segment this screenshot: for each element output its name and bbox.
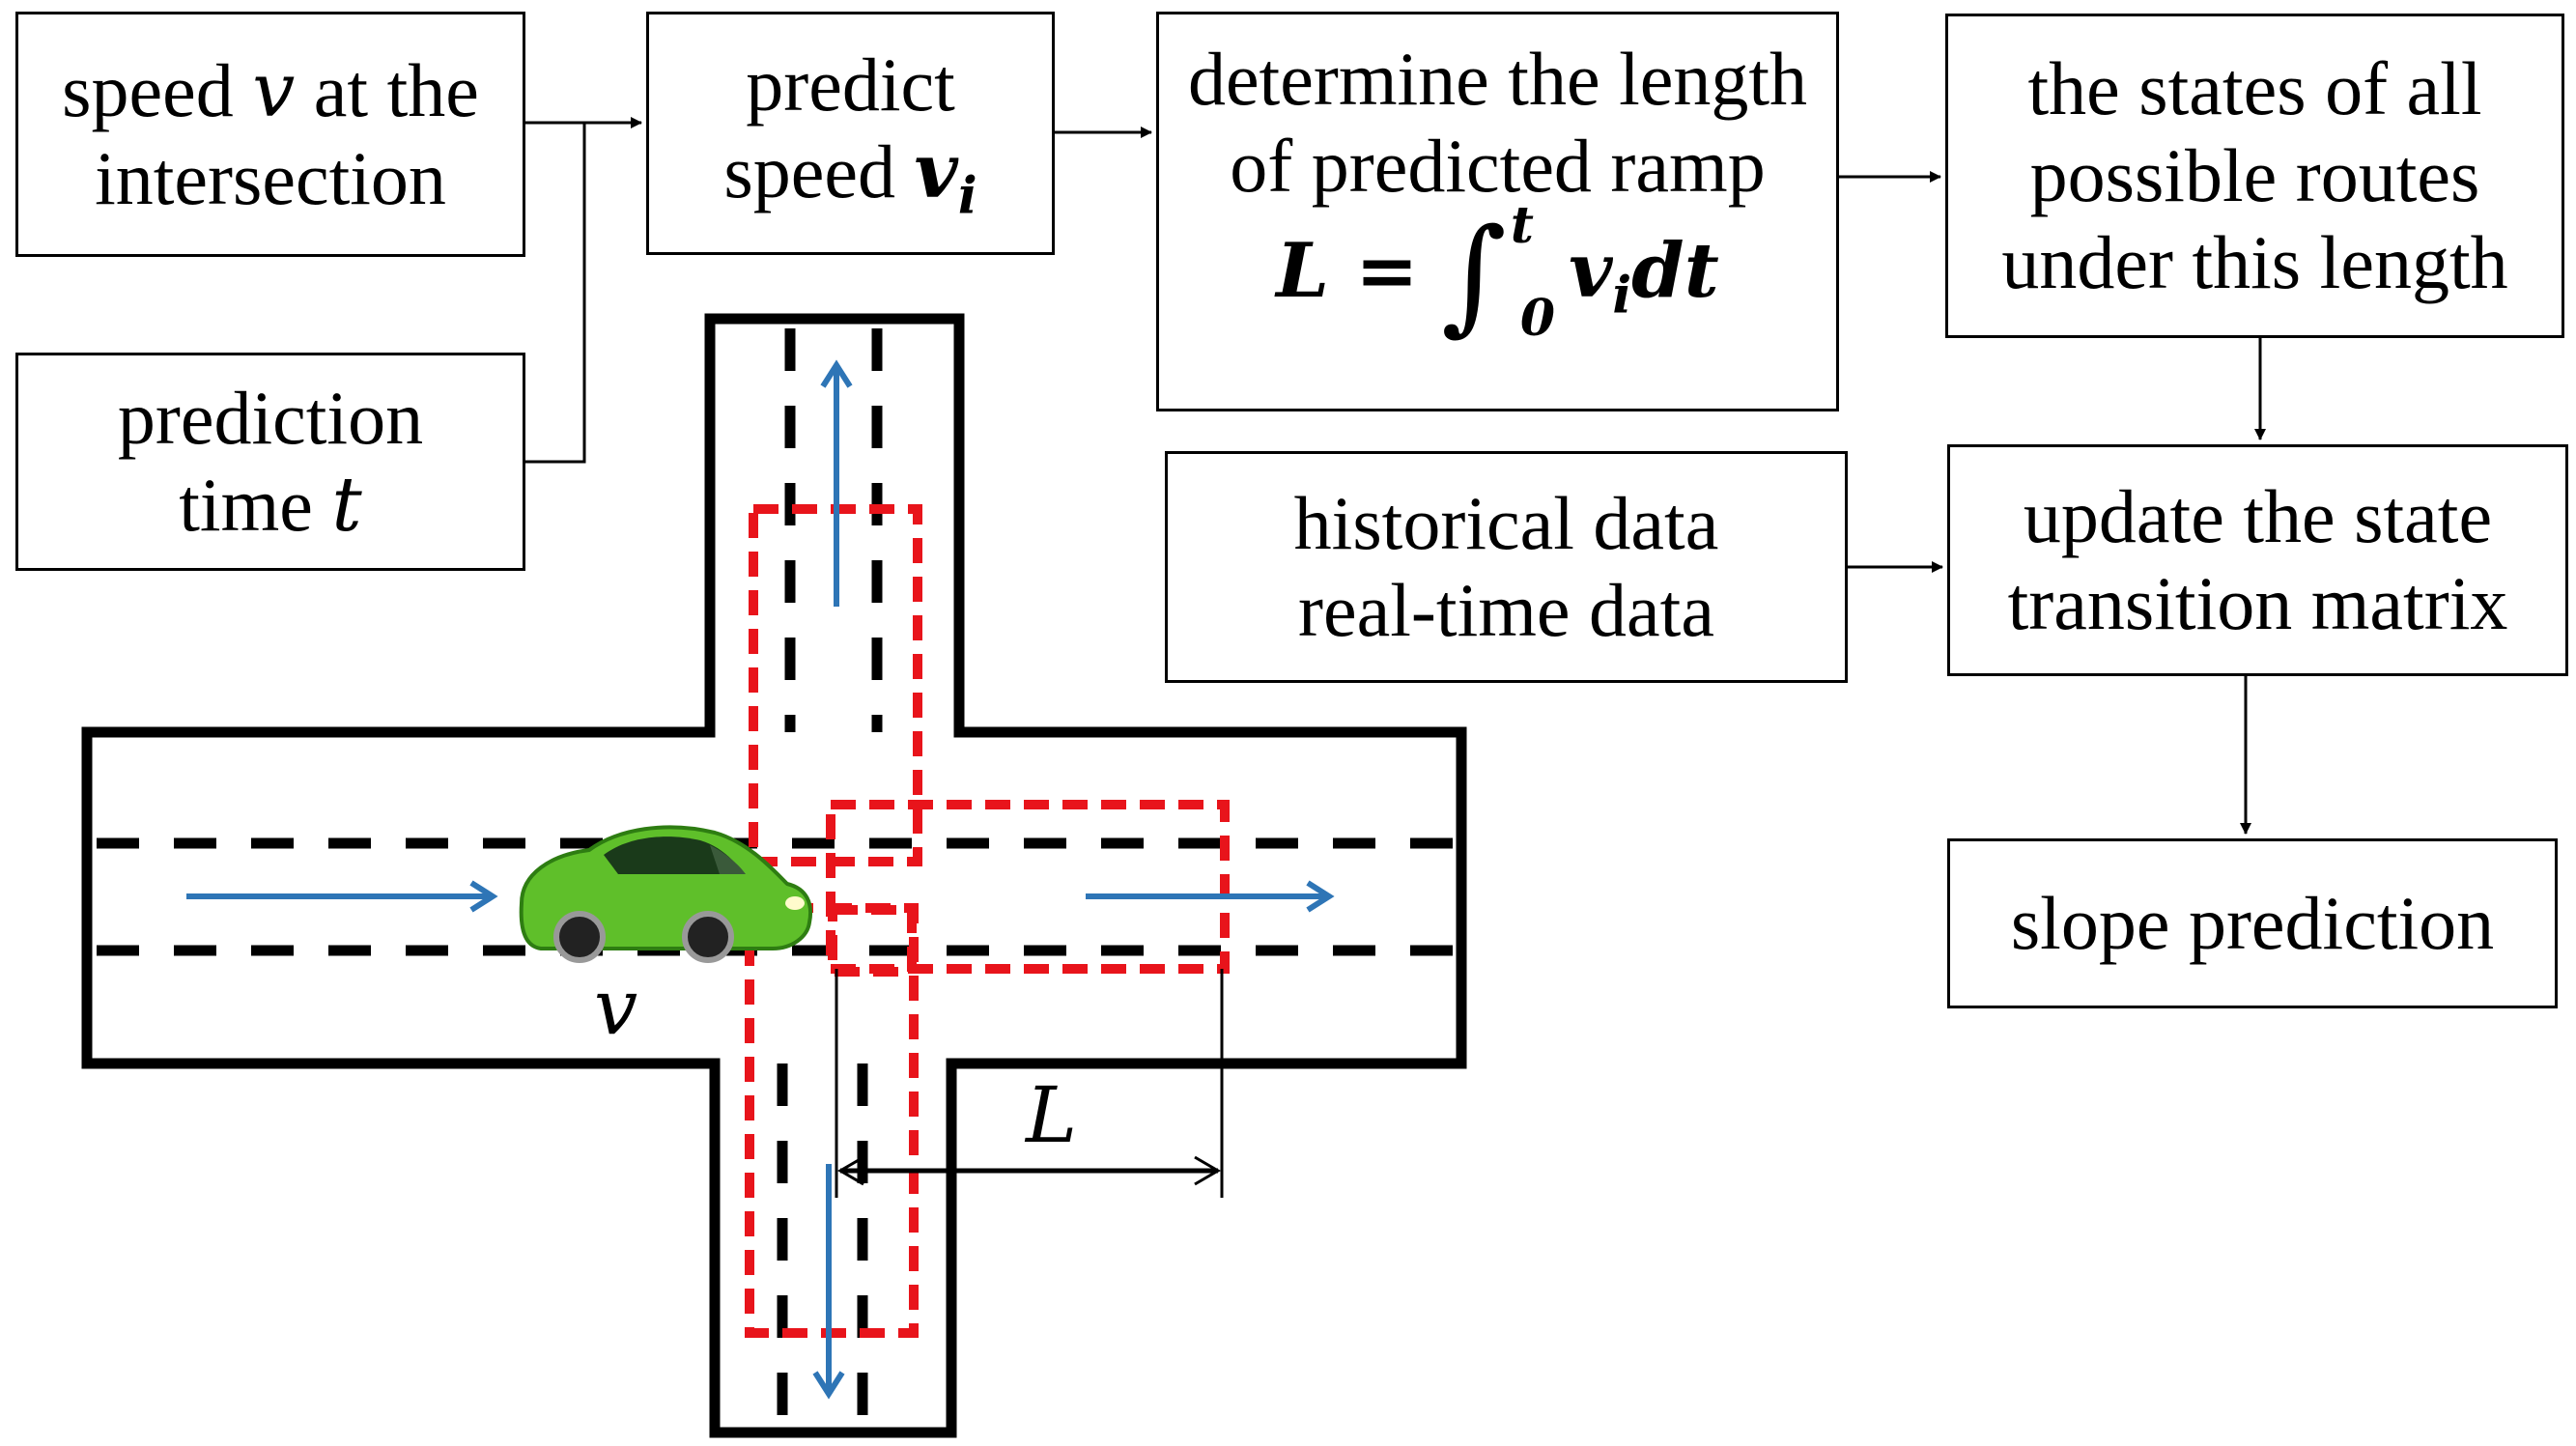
- predicted-speed-variable: v: [914, 127, 958, 215]
- flow-connectors: [525, 117, 2266, 835]
- car-rear-wheel: [553, 911, 606, 963]
- transition-matrix-text: transition matrix: [2007, 561, 2508, 645]
- formula-lhs: L =: [1276, 227, 1419, 316]
- states-line2: possible routes: [2029, 133, 2480, 218]
- prediction-text: prediction: [117, 375, 424, 460]
- determine-length-text: determine the length: [1187, 37, 1808, 121]
- formula-subscript: i: [1612, 266, 1632, 326]
- historical-data-box: historical data real-time data: [1165, 451, 1848, 683]
- slope-prediction-box: slope prediction: [1947, 838, 2558, 1008]
- states-routes-box: the states of all possible routes under …: [1945, 14, 2564, 338]
- integral-lower-limit: 0: [1519, 289, 1556, 349]
- predict-text: predict: [746, 42, 955, 127]
- time-text: time: [179, 462, 332, 547]
- predicted-ramp-regions: [745, 504, 1230, 1338]
- speed-text: speed: [62, 47, 253, 132]
- speed-text: speed: [723, 128, 915, 213]
- length-dimension: [835, 969, 1224, 1198]
- states-line1: the states of all: [2027, 46, 2482, 131]
- formula-dt: dt: [1631, 227, 1719, 316]
- intersection-text: intersection: [95, 135, 446, 220]
- real-time-data-text: real-time data: [1298, 568, 1714, 652]
- update-state-text: update the state: [2023, 474, 2493, 559]
- length-formula: L = ∫t 0vidt: [1276, 197, 1719, 348]
- connector-time-to-predict: [525, 123, 586, 464]
- integral-upper-limit: t: [1510, 196, 1534, 256]
- predicted-speed-subscript: i: [957, 166, 977, 226]
- car-illustration: [519, 825, 812, 963]
- predict-speed-box: predict speed vi: [646, 12, 1055, 255]
- speed-variable: v: [252, 46, 296, 134]
- ramp-region-center: [828, 905, 917, 977]
- road-outline: [81, 313, 1467, 1438]
- slope-prediction-text: slope prediction: [2010, 881, 2495, 966]
- ramp-region-east: [826, 800, 1230, 974]
- prediction-time-box: prediction time t: [15, 353, 525, 571]
- update-matrix-box: update the state transition matrix: [1947, 444, 2568, 676]
- vehicle-speed-label: v: [594, 962, 638, 1052]
- time-variable: t: [331, 461, 362, 549]
- historical-data-text: historical data: [1293, 481, 1719, 566]
- states-line3: under this length: [2001, 219, 2508, 304]
- lane-markings: [97, 328, 1454, 1428]
- formula-velocity: v: [1569, 227, 1613, 316]
- car-front-wheel: [682, 911, 734, 963]
- determine-length-box: determine the length of predicted ramp L…: [1156, 12, 1839, 411]
- at-the-text: at the: [295, 47, 479, 132]
- direction-arrows: [186, 359, 1335, 1400]
- integral-sign: ∫: [1441, 201, 1507, 349]
- speed-at-intersection-box: speed v at the intersection: [15, 12, 525, 257]
- ramp-length-label: L: [1026, 1070, 1078, 1160]
- predicted-ramp-text: of predicted ramp: [1230, 123, 1766, 208]
